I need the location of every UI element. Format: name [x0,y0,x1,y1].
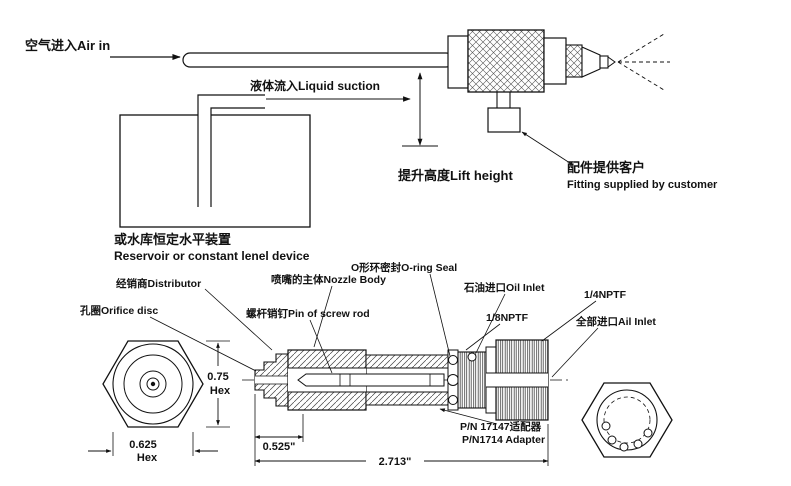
suction-fitting-block [487,107,521,133]
right-hex-hole-1 [601,421,611,431]
oring-seal-leader [429,273,451,357]
reservoir-label-en: Reservoir or constant lenel device [114,249,310,263]
air-inlet-label: 全部进口Ail Inlet [575,315,656,328]
hex-0625-unit: Hex [137,452,158,464]
hex-075-value: 0.75 [207,371,228,383]
left-hex-orifice-dot [150,381,156,387]
fitting-label-cn: 配件提供客户 [567,160,645,175]
left-hex-circle-2 [123,354,183,414]
reservoir-container [119,114,311,228]
nozzle-assembly [447,29,670,133]
reservoir-label-cn: 或水库恒定水平装置 [114,232,231,247]
right-hex-view [581,382,673,458]
lift-height-dimension: 提升高度Lift height [398,72,513,183]
air-in-label: 空气进入Air in [25,38,110,53]
right-bore-fill [486,373,548,387]
pin-screw-rod-label: 螺杆销钉Pin of screw rod [246,307,370,320]
lift-height-label: 提升高度Lift height [398,168,513,183]
nozzle-front-collar [565,44,583,78]
fitting-note: 配件提供客户 Fitting supplied by customer [521,131,718,191]
pin-screw-rod-leader [309,319,333,374]
len-0525-dimension: 0.525" [254,394,304,466]
right-hex-hole-2 [607,435,617,445]
check-ball [447,374,459,386]
adapter-label-cn: P/N 17147适配器 [460,420,542,433]
len-2713-dimension: 2.713" [254,424,549,468]
len-2713-value: 2.713" [379,456,412,468]
suction-pipe [197,94,265,207]
nozzle-knurled-body [467,29,545,93]
oil-inlet-hole [467,352,477,362]
sectioned-assembly [254,339,549,421]
oil-inlet-leader [475,293,506,354]
hex-075-dimension: 0.75 Hex [206,340,231,428]
right-hex-bolt-circle [603,396,651,444]
fitting-leader [521,131,574,166]
nozzle-nut [543,37,567,85]
nptf-eighth-label: 1/8NPTF [486,312,529,324]
left-hex-circle-1 [112,343,194,425]
left-hex-circle-4 [146,377,160,391]
orifice-disc-leader [149,316,257,372]
part-labels: 经销商Distributor 喷嘴的主体Nozzle Body O形环密封O-r… [80,261,656,446]
distributor-leader [204,288,273,351]
nozzle-body-label: 喷嘴的主体Nozzle Body [271,273,386,286]
adapter-label-en: P/N1714 Adapter [462,434,545,446]
orifice-disc-label: 孔圈Orifice disc [80,304,158,317]
top-schematic: 空气进入Air in [25,29,718,263]
nozzle-tip [599,55,609,69]
air-tube [182,52,454,68]
liquid-suction-label: 液体流入Liquid suction [250,78,380,93]
hex-0625-dimension: 0.625 Hex [88,432,218,464]
right-hex-hole-5 [643,428,653,438]
nptf-eighth-leader [465,323,501,351]
orifice-bore-fill [255,376,305,384]
left-hex-view [102,340,204,428]
pin-screw-rod [297,373,445,387]
suction-pipe-inner [210,107,265,207]
left-hex-circle-3 [139,370,167,398]
suction-pipe-fill [198,95,265,207]
distributor-label: 经销商Distributor [116,277,201,290]
mid-housing-bottom [365,391,449,406]
oil-inlet-label: 石油进口Oil Inlet [463,281,545,294]
suction-pipe-outer [197,94,265,207]
hex-0625-value: 0.625 [129,439,157,451]
fitting-label-en: Fitting supplied by customer [567,179,718,191]
air-inlet-leader [551,327,599,378]
nozzle-rear-collar [447,35,469,89]
nozzle-tip-cap [607,56,616,68]
len-0525-value: 0.525" [263,441,296,453]
right-hex-hole-4 [633,439,643,449]
nptf-quarter-leader [541,300,597,342]
nptf-quarter-label: 1/4NPTF [584,289,627,301]
cross-section-view: 0.75 Hex 0.625 Hex [80,261,673,468]
nozzle-cone [581,46,601,78]
right-hex-outline [581,382,673,458]
oring-bottom [448,395,458,405]
mid-housing-top [365,354,449,369]
right-hex-hole-3 [619,442,629,452]
hex-075-unit: Hex [210,385,231,397]
oring-top [448,355,458,365]
spray-lines [617,33,670,91]
oring-seal-label: O形环密封O-ring Seal [351,261,457,274]
adapter-leader [439,408,498,425]
